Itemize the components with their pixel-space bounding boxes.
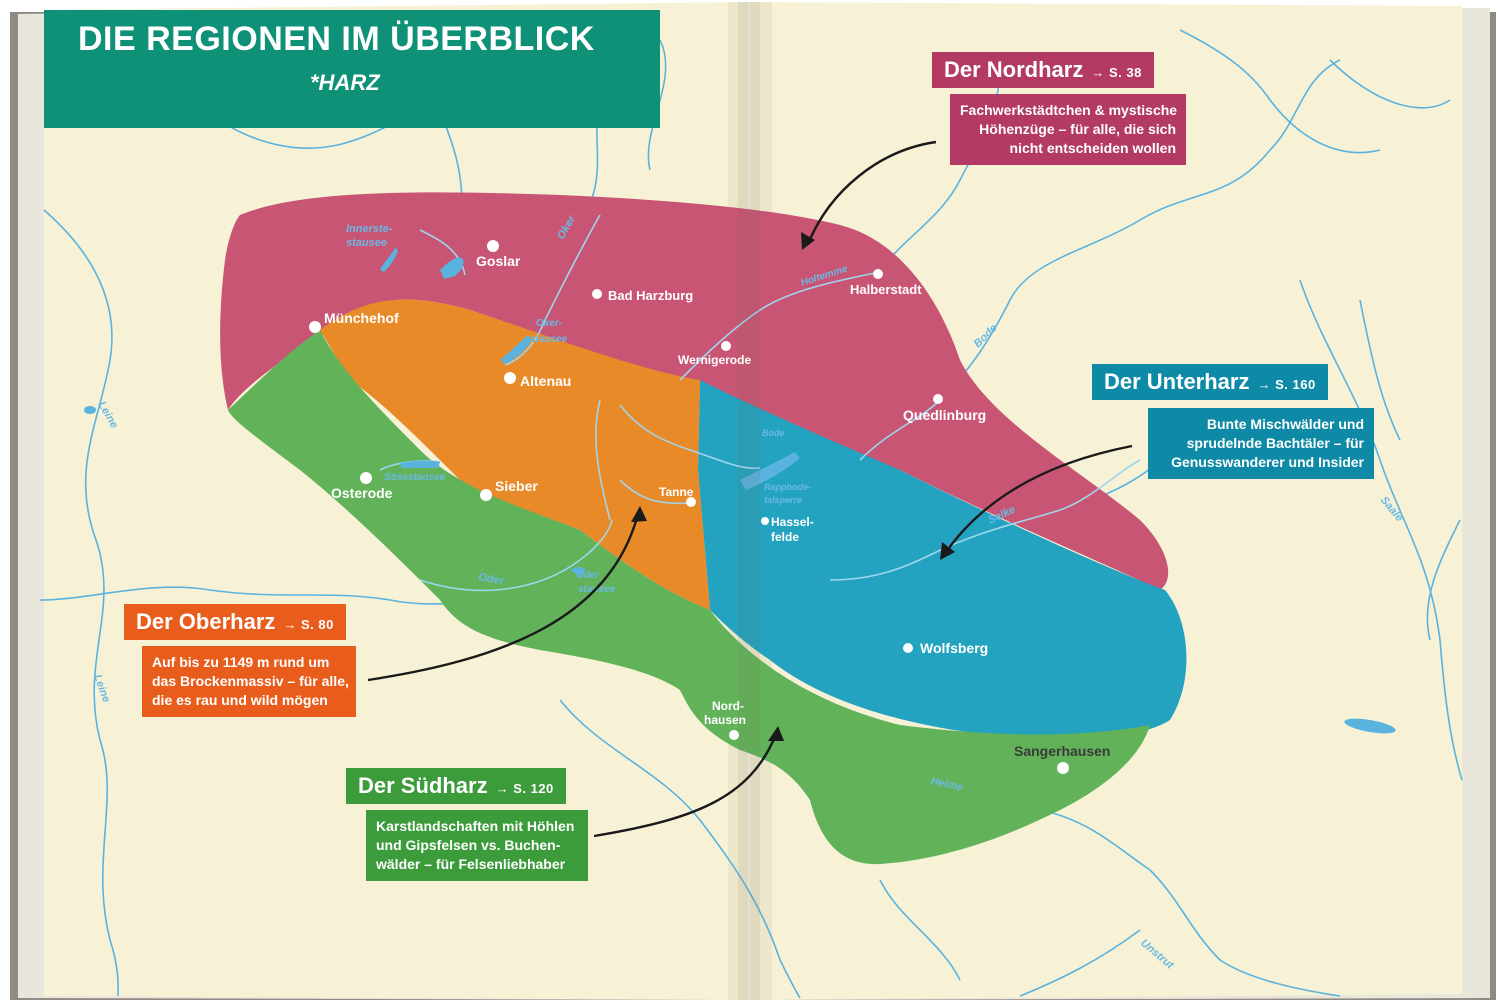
town-bad-harzburg: Bad Harzburg [608, 288, 693, 303]
title-band [44, 10, 660, 128]
town-wernigerode: Wernigerode [678, 353, 751, 367]
reservoirs [380, 248, 800, 576]
oberharz-description: Auf bis zu 1149 m rund um das Brockenmas… [142, 646, 356, 717]
arrow-nordharz [806, 140, 937, 245]
suedharz-page: → S. 120 [495, 781, 554, 796]
oberharz-page: → S. 80 [283, 617, 334, 632]
town-sangerhausen: Sangerhausen [1014, 743, 1110, 759]
suedharz-line-1: Karstlandschaften mit Höhlen [376, 818, 575, 834]
nordharz-page: → S. 38 [1091, 65, 1142, 80]
town-dots [309, 240, 1069, 774]
unterharz-line-3: Genusswanderer und Insider [1171, 454, 1364, 470]
page-title: DIE REGIONEN IM ÜBERBLICK [78, 20, 595, 58]
callout-arrows [367, 140, 1133, 838]
water-innerste-2: stausee [346, 237, 387, 249]
town-altenau: Altenau [520, 373, 571, 389]
suedharz-name: Der Südharz [358, 773, 488, 798]
oberharz-line-2: das Brockenmassiv – für alle, [152, 673, 349, 689]
town-nordhausen-2: hausen [704, 713, 746, 727]
unterharz-name: Der Unterharz [1104, 369, 1250, 394]
oberharz-banner: Der Oberharz → S. 80 [124, 604, 346, 640]
nordharz-banner: Der Nordharz → S. 38 [932, 52, 1154, 88]
water-soese: Sösestausee [384, 472, 446, 483]
region-unterharz-area [698, 380, 1187, 738]
arrow-suedharz [593, 733, 778, 838]
town-goslar: Goslar [476, 253, 521, 269]
nordharz-line-2: Höhenzüge – für alle, die sich [979, 121, 1176, 137]
nordharz-line-3: nicht entscheiden wollen [1009, 140, 1176, 156]
suedharz-line-3: wälder – für Felsenliebhaber [376, 856, 566, 872]
town-tanne: Tanne [659, 485, 694, 499]
water-okerstausee-2: stausee [530, 334, 568, 345]
oberharz-name: Der Oberharz [136, 609, 276, 634]
oberharz-line-1: Auf bis zu 1149 m rund um [152, 654, 330, 670]
town-quedlinburg: Quedlinburg [903, 407, 986, 423]
water-oder-res-1: Oder [576, 570, 600, 581]
unterharz-page: → S. 160 [1257, 377, 1316, 392]
unterharz-banner: Der Unterharz → S. 160 [1092, 364, 1328, 400]
town-sieber: Sieber [495, 478, 538, 494]
rivers-over-regions [379, 214, 1141, 592]
arrow-oberharz [367, 513, 640, 682]
town-halberstadt: Halberstadt [850, 282, 922, 297]
town-hasselfelde-2: felde [771, 530, 799, 544]
water-innerste-1: Innerste- [346, 223, 393, 235]
arrow-unterharz [945, 444, 1133, 553]
nordharz-description: Fachwerkstädtchen & mystische Höhenzüge … [950, 94, 1186, 165]
page-subtitle: *HARZ [310, 70, 380, 95]
water-okerstausee-1: Oker- [536, 318, 563, 329]
suedharz-banner: Der Südharz → S. 120 [346, 768, 566, 804]
region-suedharz-area [228, 330, 1150, 865]
region-nordharz-area [220, 192, 1169, 591]
gutter-shadow-overlay [738, 2, 760, 1000]
town-hasselfelde-1: Hassel- [771, 515, 814, 529]
water-rappbode-1: Rappbode- [764, 482, 811, 492]
water-bode-res: Bode [762, 428, 785, 438]
unterharz-line-2: sprudelnde Bachtäler – für [1186, 435, 1364, 451]
town-wolfsberg: Wolfsberg [920, 640, 988, 656]
nordharz-line-1: Fachwerkstädtchen & mystische [960, 102, 1178, 118]
nordharz-name: Der Nordharz [944, 57, 1084, 82]
region-oberharz-area [320, 299, 710, 610]
water-rappbode-2: talsperre [764, 495, 802, 505]
oberharz-line-3: die es rau und wild mögen [152, 692, 328, 708]
town-labels: Goslar Bad Harzburg Halberstadt Müncheho… [324, 253, 988, 727]
town-osterode: Osterode [331, 485, 393, 501]
unterharz-description: Bunte Mischwälder und sprudelnde Bachtäl… [1148, 408, 1374, 479]
unterharz-line-1: Bunte Mischwälder und [1206, 416, 1364, 432]
town-muenchehof: Münchehof [324, 310, 399, 326]
water-oder: Oder [477, 571, 505, 587]
arrow-heads [631, 232, 955, 741]
town-nordhausen-1: Nord- [712, 699, 744, 713]
suedharz-line-2: und Gipsfelsen vs. Buchen- [376, 837, 561, 853]
suedharz-description: Karstlandschaften mit Höhlen und Gipsfel… [366, 810, 588, 881]
